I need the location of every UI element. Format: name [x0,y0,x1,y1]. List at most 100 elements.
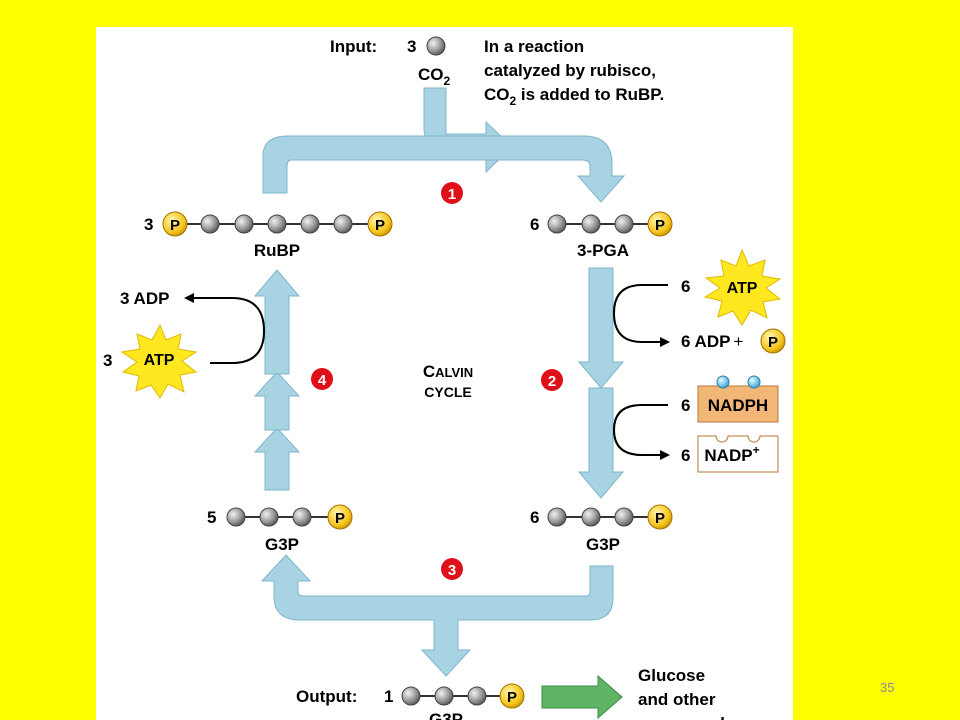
rubp-phosphate-right: P [375,217,385,234]
output-section: Output: 1 P G3P Glucose and other compou… [296,666,734,720]
svg-text:CO2 is added to RuBP.: CO2 is added to RuBP. [484,85,664,108]
left-up-arrow-1 [253,427,301,491]
g3p-left-count: 5 [207,508,216,527]
rubp-name: RuBP [254,241,300,260]
pga-phosphate: P [655,217,665,234]
rubp-molecule: 3 P P RuBP [144,211,393,260]
slide-number: 35 [880,680,895,695]
carbon-atom [581,507,601,527]
left-up-arrow-3 [253,269,301,375]
left-atp-label: ATP [144,352,175,369]
svg-text:CO2: CO2 [418,65,451,88]
carbon-atom [234,214,254,234]
center-label-initial: C [423,362,435,381]
step-1-number: 1 [448,186,456,203]
left-atp-count: 3 [103,351,112,370]
phosphate-group [647,211,673,237]
output-phosphate: P [507,689,517,706]
center-label-rest: ALVIN [435,365,473,380]
right-adp-label: 6 ADP [681,332,730,351]
carbon-atom [292,507,312,527]
input-section: Input: 3 CO2 In a reaction catalyzed by … [330,36,664,108]
left-atp-exchange: 3 ADP 3 ATP [103,289,266,399]
output-label: Output: [296,687,357,706]
right-atp-curved-arrow [612,284,670,347]
nadp-box [697,435,779,473]
input-note-line3: is added to RuBP. [516,85,664,104]
g3p-left-molecule: 5 P G3P [207,504,353,554]
right-adp-plus: + [733,332,743,351]
g3p-right-phosphate: P [655,510,665,527]
left-curved-arrow [184,293,266,364]
phosphate-group [760,328,786,354]
step-4-number: 4 [318,372,327,389]
pga-count: 6 [530,215,539,234]
bottom-cycle-arrow [260,554,614,677]
nadp-superscript: + [753,443,760,457]
input-molecule-subscript: 2 [444,74,451,88]
g3p-left-name: G3P [265,535,299,554]
right-down-arrow-2 [577,387,625,499]
calvin-cycle-label: CALVIN CYCLE [423,362,473,400]
right-atp-exchange: 6 ATP 6 ADP+ P [612,248,786,354]
input-molecule: CO [418,65,444,84]
rubp-phosphate-left: P [170,217,180,234]
step-2-number: 2 [548,373,556,390]
output-count: 1 [384,687,393,706]
svg-text:6 ADP+: 6 ADP+ [681,332,743,351]
carbon-atom [333,214,353,234]
step-2-marker [541,369,563,391]
carbon-atom [614,214,634,234]
g3p-left-phosphate: P [335,510,345,527]
input-note-co2-sub: 2 [510,94,517,108]
carbon-atom [226,507,246,527]
g3p-right-molecule: 6 P G3P [530,504,673,554]
top-cycle-arrow [262,135,626,203]
carbon-atom [614,507,634,527]
carbon-atom [434,686,454,706]
right-atp-count: 6 [681,277,690,296]
pga-name: 3-PGA [577,241,629,260]
step-1-marker [441,182,463,204]
nadph-count: 6 [681,396,690,415]
right-nadph-exchange: 6 NADPH 6 NADP+ [612,375,779,473]
carbon-atom [200,214,220,234]
svg-text:CALVIN: CALVIN [423,362,473,381]
output-green-arrow [541,674,623,720]
input-note-line1: In a reaction [484,37,584,56]
atp-burst-icon [703,248,782,326]
pga-molecule: 6 P 3-PGA [530,211,673,260]
input-note-co2: CO [484,85,510,104]
center-label-line2: CYCLE [424,384,471,400]
nadp-count: 6 [681,446,690,465]
input-count: 3 [407,37,416,56]
right-atp-label: ATP [727,280,758,297]
phosphate-group [647,504,673,530]
step-4-marker [311,368,333,390]
step-3-marker [441,558,463,580]
carbon-atom [467,686,487,706]
phosphate-group [162,211,188,237]
input-note-line2: catalyzed by rubisco, [484,61,656,80]
step-markers: 1 2 3 4 [311,182,563,580]
right-down-arrow [577,267,625,389]
phosphate-group [367,211,393,237]
hydrogen-atom [716,375,730,389]
carbon-atom [581,214,601,234]
carbon-atom [401,686,421,706]
carbon-atom [547,214,567,234]
phosphate-group [327,504,353,530]
g3p-right-name: G3P [586,535,620,554]
carbon-atom [300,214,320,234]
nadph-box [697,385,779,423]
carbon-atom [426,36,446,56]
output-molecule-name: G3P [429,710,463,720]
right-nadph-curved-arrow [612,404,670,460]
output-result-line1: Glucose [638,666,705,685]
left-adp-label: 3 ADP [120,289,169,308]
atp-burst-icon [120,323,198,399]
svg-text:NADP+: NADP+ [704,443,759,465]
right-adp-phosphate: P [768,334,778,351]
